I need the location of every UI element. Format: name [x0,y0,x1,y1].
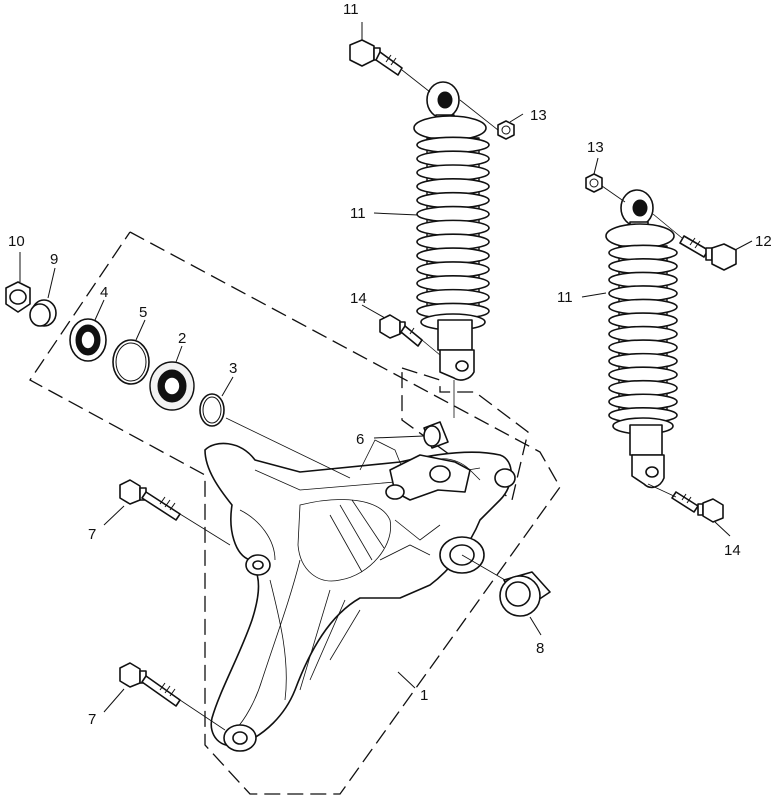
part-13-nut-right [585,173,603,193]
callout-11-left: 11 [350,205,366,222]
spring-coil [608,271,678,289]
callout-11-right: 11 [557,289,573,306]
part-11-shock-left [413,81,490,381]
spring-coil [608,325,678,343]
part-12-bolt-left [349,39,403,76]
group-outline-shock-mount [401,367,529,502]
callout-3: 3 [229,360,237,377]
callout-2: 2 [178,330,186,347]
spring-coil [608,244,678,262]
callout-13-right: 13 [587,139,604,156]
callout-8: 8 [536,640,544,657]
callout-7-upper: 7 [88,526,96,543]
spring-coil [416,219,490,237]
part-7-bolt-lower [119,662,181,707]
part-6-bushing [423,421,449,449]
callout-9: 9 [50,251,58,268]
part-9-collar [29,299,57,327]
part-4-oil-seal [69,318,107,362]
part-3-circlip [199,393,225,427]
callout-14-left: 14 [350,290,367,307]
part-2-bearing [149,361,195,411]
callout-10: 10 [8,233,25,250]
spring-coil [416,136,490,154]
spring-coil [608,379,678,397]
callout-14-right: 14 [724,542,741,559]
spring-coil [416,191,490,209]
spring-coil [416,288,490,306]
part-14-bolt-left [379,314,423,347]
part-13-nut-left [497,120,515,140]
callout-1: 1 [420,687,428,704]
callout-12-right: 12 [755,233,772,250]
part-11-shock-right [605,189,678,489]
spring-coil [608,339,678,356]
swing-arm [204,439,516,752]
callout-13-left: 13 [530,107,547,124]
callout-4: 4 [100,284,108,301]
part-14-bolt-right [671,491,724,523]
callout-6: 6 [356,431,364,448]
spring-coil [416,164,490,182]
callout-7-lower: 7 [88,711,96,728]
spring-coils-left [416,136,490,331]
spring-coil [608,258,678,275]
spring-coil [416,178,490,195]
spring-coil [608,352,678,370]
spring-coil [416,261,490,278]
callout-12-left: 11 [343,1,359,18]
spring-coil [608,393,678,410]
leader-lines [19,22,753,731]
spring-coil [608,298,678,316]
group-outline-swingarm [29,231,561,795]
spring-coil [416,150,490,168]
spring-coil [416,233,490,251]
part-5-circlip [112,339,150,385]
spring-coil [608,285,678,302]
spring-coil [608,366,678,383]
part-12-bolt-right [679,235,737,271]
part-10-nut [5,281,31,313]
spring-coil [416,205,490,223]
spring-coils-right [608,244,678,435]
callout-5: 5 [139,304,147,321]
spring-coil [416,247,490,265]
part-7-bolt-upper [119,479,181,521]
spring-coil [608,312,678,329]
spring-coil [416,274,490,292]
part-8-collar [499,571,551,617]
